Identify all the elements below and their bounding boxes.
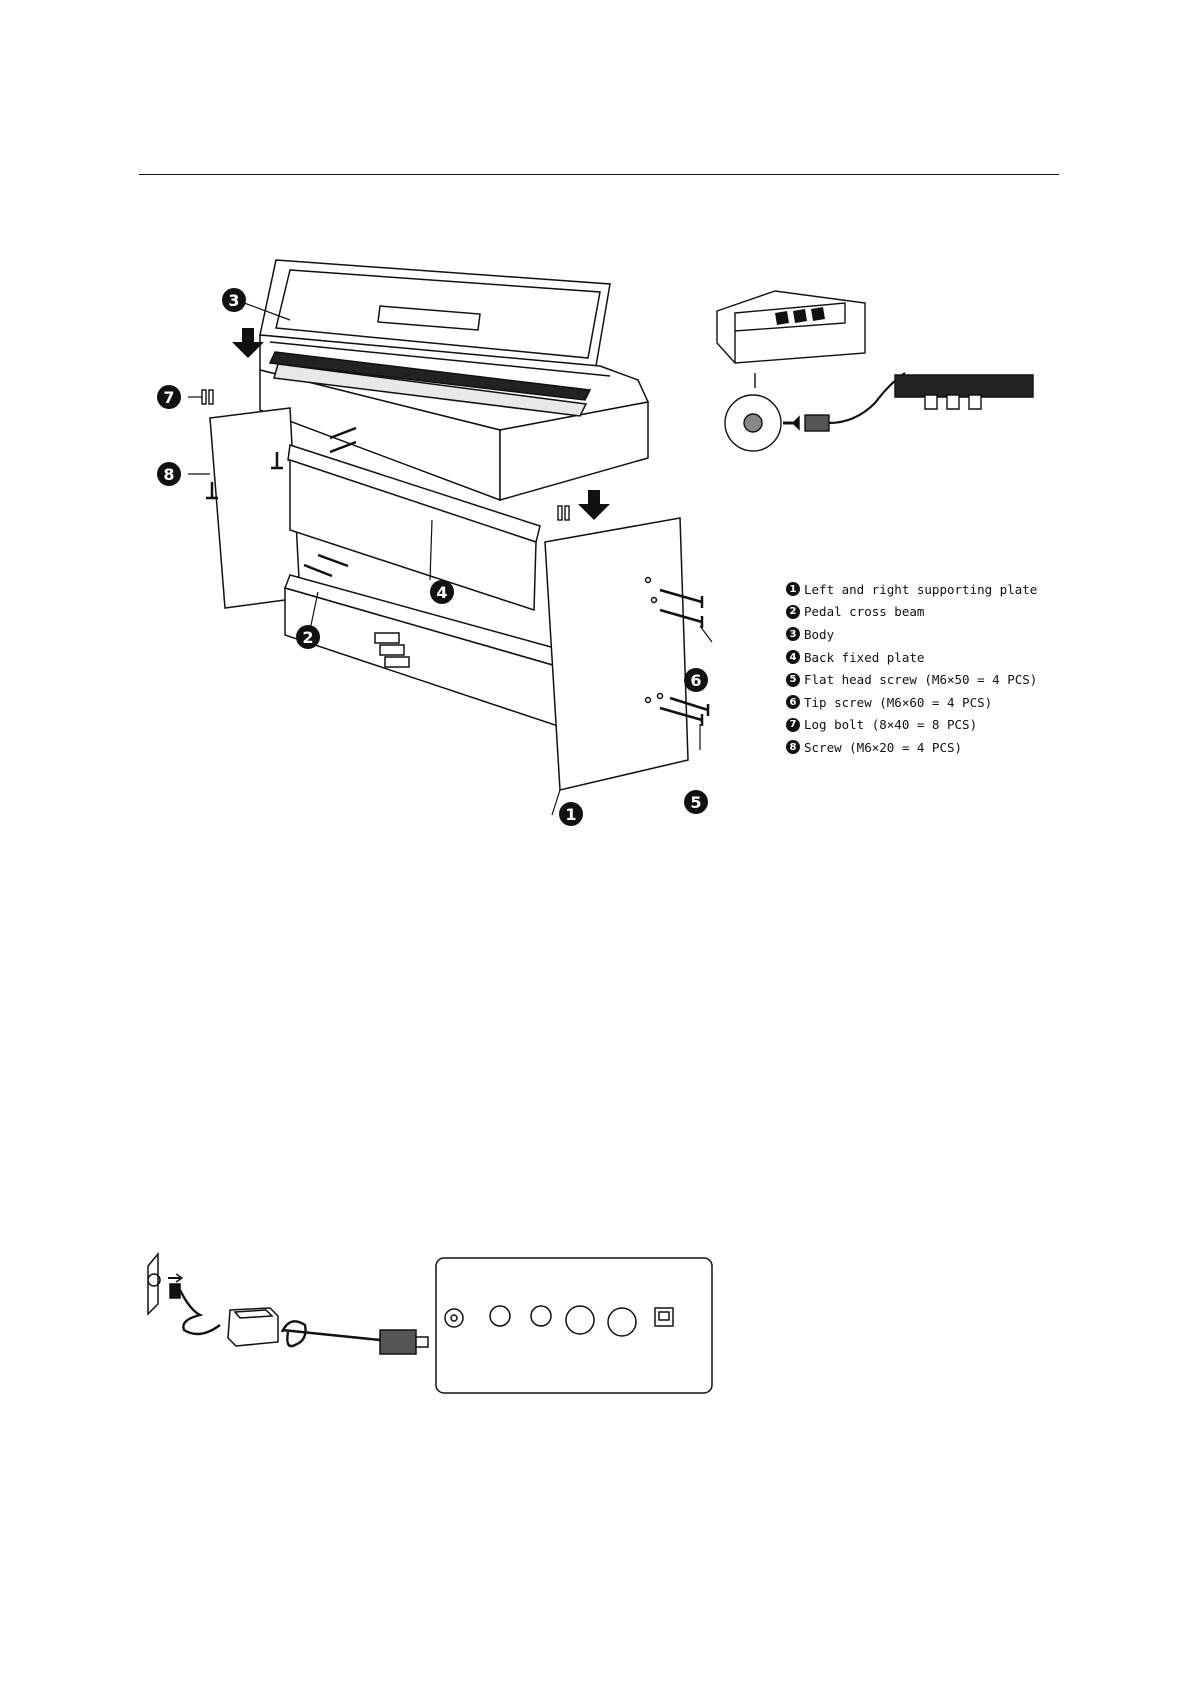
callout-2: 2	[296, 625, 320, 649]
adapter-icon	[228, 1308, 278, 1346]
parts-legend: 1 Left and right supporting plate 2 Pedal …	[786, 578, 1037, 759]
legend-number: 4	[786, 650, 800, 664]
legend-item: 6 Tip screw (M6×60 = 4 PCS)	[786, 691, 1037, 714]
legend-number: 8	[786, 740, 800, 754]
callout-3: 3	[222, 288, 246, 312]
legend-text: Flat head screw (M6×50 = 4 PCS)	[804, 672, 1037, 687]
callout-1: 1	[559, 802, 583, 826]
legend-item: 1 Left and right supporting plate	[786, 578, 1037, 601]
pedal-unit	[895, 375, 1033, 409]
legend-item: 4 Back fixed plate	[786, 646, 1037, 669]
legend-text: Body	[804, 627, 834, 642]
legend-item: 7 Log bolt (8×40 = 8 PCS)	[786, 714, 1037, 737]
power-cable	[180, 1290, 380, 1346]
header-rule	[139, 174, 1059, 175]
keyboard-corner	[717, 291, 865, 388]
power-plug-icon	[148, 1254, 182, 1314]
dc-plug	[380, 1330, 428, 1354]
legend-text: Log bolt (8×40 = 8 PCS)	[804, 717, 977, 732]
power-connection-diagram	[140, 1250, 720, 1410]
callout-4: 4	[430, 580, 454, 604]
assembly-diagram	[140, 230, 720, 850]
legend-text: Left and right supporting plate	[804, 582, 1037, 597]
left-supporting-plate	[210, 408, 300, 608]
legend-text: Tip screw (M6×60 = 4 PCS)	[804, 695, 992, 710]
legend-text: Back fixed plate	[804, 650, 924, 665]
legend-item: 5 Flat head screw (M6×50 = 4 PCS)	[786, 668, 1037, 691]
legend-item: 3 Body	[786, 623, 1037, 646]
pedal-connection-diagram	[715, 283, 1055, 468]
legend-number: 1	[786, 582, 800, 596]
callout-5: 5	[684, 790, 708, 814]
right-supporting-plate	[545, 518, 688, 790]
legend-number: 5	[786, 673, 800, 687]
callout-7: 7	[157, 385, 181, 409]
legend-number: 3	[786, 627, 800, 641]
pedal-socket	[725, 395, 781, 451]
callout-6: 6	[684, 668, 708, 692]
callout-8: 8	[157, 462, 181, 486]
legend-text: Screw (M6×20 = 4 PCS)	[804, 740, 962, 755]
legend-item: 8 Screw (M6×20 = 4 PCS)	[786, 736, 1037, 759]
pedal-cable	[783, 373, 905, 431]
legend-number: 6	[786, 695, 800, 709]
legend-item: 2 Pedal cross beam	[786, 601, 1037, 624]
legend-text: Pedal cross beam	[804, 604, 924, 619]
legend-number: 7	[786, 718, 800, 732]
legend-number: 2	[786, 605, 800, 619]
rear-panel	[436, 1258, 712, 1393]
